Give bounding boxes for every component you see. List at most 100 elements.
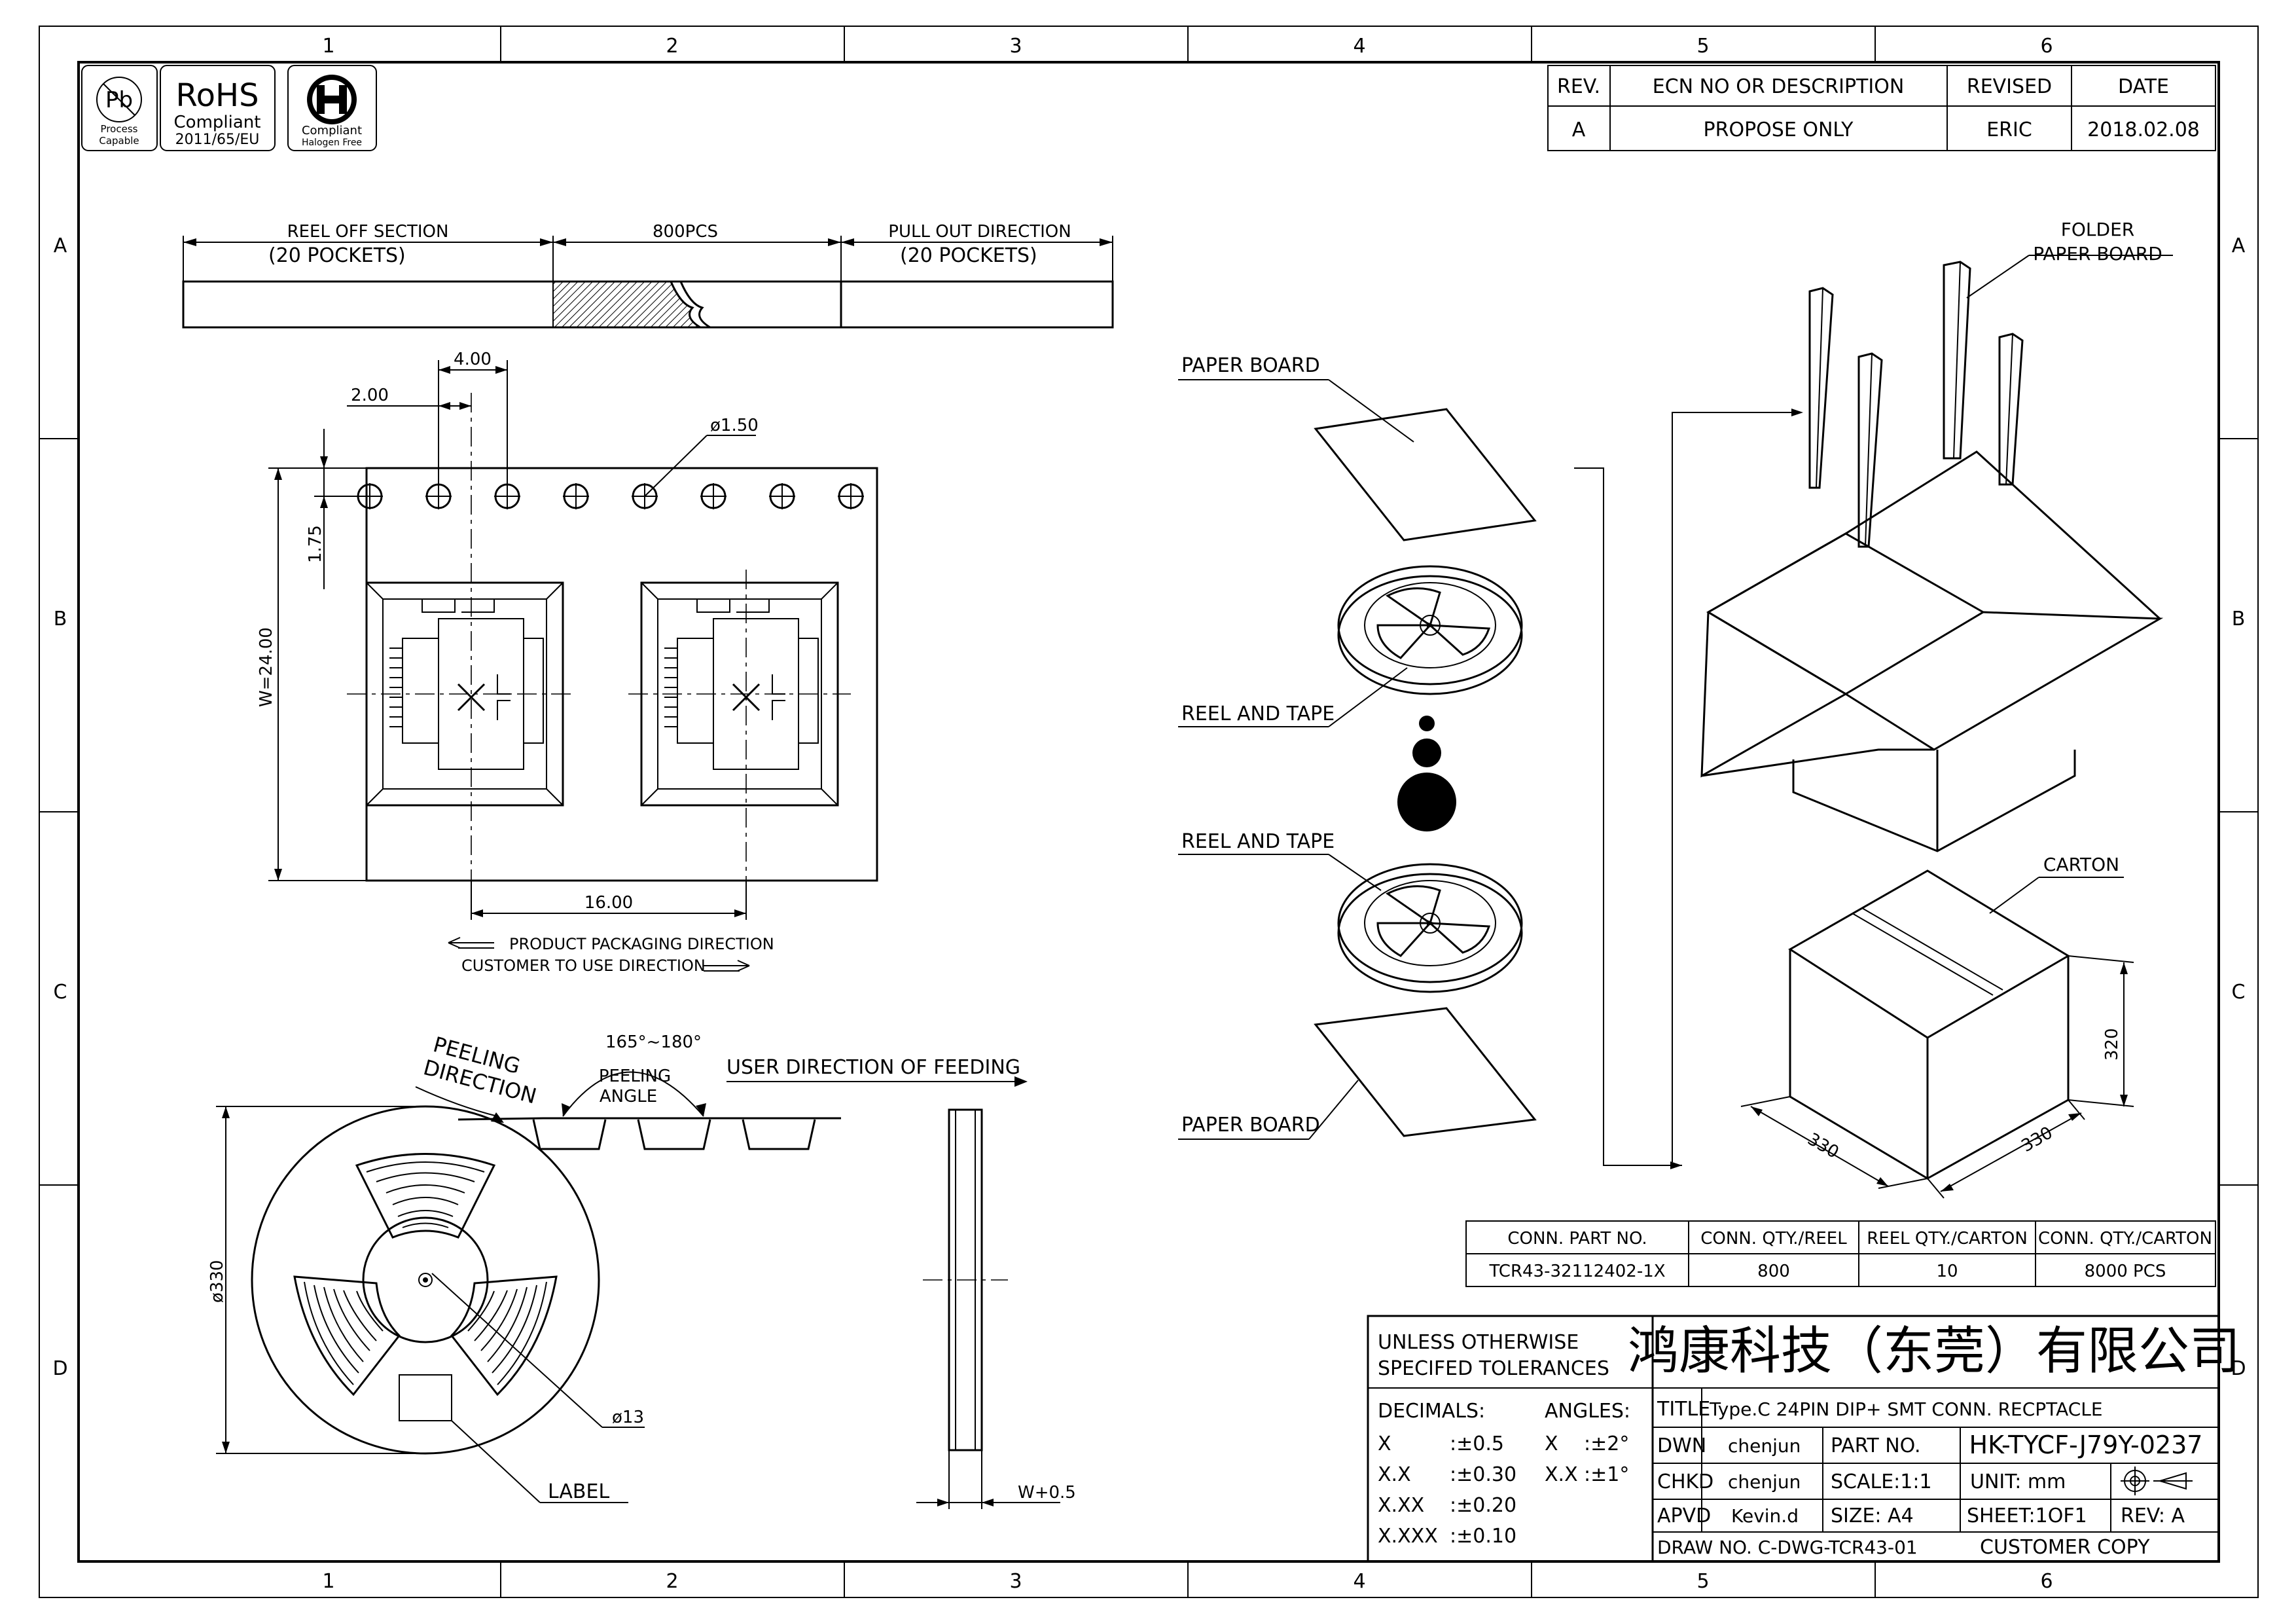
dim-hole-dia: ø1.50	[710, 416, 759, 435]
dec-key-2: X.X	[1378, 1463, 1411, 1486]
qty-header-part: CONN. PART NO.	[1507, 1229, 1647, 1249]
label-carton: CARTON	[2043, 854, 2119, 875]
dim-edge: 1.75	[306, 525, 325, 563]
dec-val-4: :±0.10	[1450, 1525, 1516, 1548]
rohs-line1: Compliant	[174, 113, 261, 132]
title-label: TITLE	[1657, 1398, 1710, 1421]
part-no-label: PART NO.	[1831, 1434, 1921, 1457]
pb-free-logo: Pb Process Capable	[81, 65, 158, 151]
zone-row-d-left: D	[52, 1357, 67, 1380]
zone-col-2-bottom: 2	[666, 1570, 678, 1593]
label-folder-2: PAPER BOARD	[2033, 243, 2162, 264]
rev-value: REV: A	[2121, 1504, 2185, 1527]
sprocket-holes	[357, 483, 864, 509]
rohs-line2: 2011/65/EU	[175, 132, 260, 148]
label-folder-1: FOLDER	[2061, 219, 2134, 240]
dim-pocket-pitch: 16.00	[584, 893, 633, 913]
label-paper-board-bottom: PAPER BOARD	[1181, 1114, 1320, 1137]
zone-col-3-bottom: 3	[1009, 1570, 1022, 1593]
halogen-free-logo: Compliant Halogen Free	[287, 65, 377, 151]
reel-front-view: LABEL ø13 ø330	[207, 1105, 645, 1503]
rev-cell-rev: A	[1572, 119, 1586, 141]
zone-row-c-left: C	[54, 981, 67, 1004]
reel-outer-dia: ø330	[207, 1260, 227, 1303]
dim-carton-length-2: 330	[2018, 1123, 2056, 1156]
chkd-label: CHKD	[1657, 1470, 1713, 1493]
dec-val-2: :±0.30	[1450, 1463, 1516, 1486]
label-reel-tape-1: REEL AND TAPE	[1181, 702, 1335, 725]
zone-row-a-right: A	[2232, 234, 2246, 257]
dec-val-1: :±0.5	[1450, 1432, 1504, 1455]
zone-row-c-right: C	[2232, 981, 2246, 1004]
size-value: SIZE: A4	[1831, 1504, 1914, 1527]
exploded-packing: PAPER BOARD REEL AND TAPE REEL AND TAPE	[1178, 219, 2173, 1199]
peeling-diagram: PEELING DIRECTION 165°~180° PEELING ANGL…	[415, 1032, 1028, 1150]
ang-key-1: X	[1545, 1432, 1558, 1455]
strip-section2-title: 800PCS	[653, 222, 718, 242]
rohs-logo: RoHS Compliant 2011/65/EU	[160, 65, 276, 151]
qty-cell-reel: 800	[1757, 1262, 1790, 1281]
reel-label: LABEL	[548, 1480, 609, 1503]
zone-col-1-top: 1	[322, 35, 334, 58]
projection-symbol-icon	[2121, 1467, 2193, 1495]
strip-section3-title: PULL OUT DIRECTION	[888, 222, 1071, 242]
pb-symbol: Pb	[105, 87, 133, 113]
quantity-table: CONN. PART NO. CONN. QTY./REEL REEL QTY.…	[1465, 1220, 2216, 1287]
tolerance-line-1: UNLESS OTHERWISE	[1378, 1331, 1579, 1354]
ang-val-2: :±1°	[1584, 1463, 1629, 1486]
rev-header-revised: REVISED	[1967, 75, 2052, 98]
part-no-value: HK-TYCF-J79Y-0237	[1969, 1431, 2203, 1459]
strip-section1-sub: (20 POCKETS)	[268, 244, 406, 267]
rev-header-date: DATE	[2118, 75, 2169, 98]
zone-labels: 1 2 3 4 5 6 1 2 3 4 5 6 A B C D A B C D	[52, 35, 2246, 1593]
chkd-value: chenjun	[1728, 1471, 1801, 1493]
rev-header-rev: REV.	[1557, 75, 1600, 98]
qty-header-conn-carton: CONN. QTY./CARTON	[2038, 1229, 2212, 1249]
tape-strip: REEL OFF SECTION (20 POCKETS) 800PCS PUL…	[182, 222, 1114, 329]
feeding-direction: USER DIRECTION OF FEEDING	[726, 1056, 1020, 1079]
direction-customer: CUSTOMER TO USE DIRECTION	[461, 957, 706, 975]
reel-hub-dia: ø13	[612, 1408, 644, 1427]
strip-section1-title: REEL OFF SECTION	[287, 222, 449, 242]
zone-col-6-bottom: 6	[2040, 1570, 2053, 1593]
qty-cell-part: TCR43-32112402-1X	[1488, 1262, 1665, 1281]
label-paper-board-top: PAPER BOARD	[1181, 354, 1320, 377]
angles-label: ANGLES:	[1545, 1400, 1630, 1423]
qty-header-reel: CONN. QTY./REEL	[1700, 1229, 1847, 1249]
rev-cell-revised: ERIC	[1986, 119, 2032, 141]
rohs-title: RoHS	[175, 77, 259, 114]
zone-row-b-right: B	[2232, 608, 2246, 630]
dec-key-4: X.XXX	[1378, 1525, 1438, 1548]
apvd-label: APVD	[1657, 1504, 1711, 1527]
dec-val-3: :±0.20	[1450, 1494, 1516, 1517]
reel-iso-1	[1337, 565, 1523, 695]
direction-packaging: PRODUCT PACKAGING DIRECTION	[509, 935, 774, 953]
zone-col-4-top: 4	[1353, 35, 1365, 58]
folder-boards	[1808, 261, 2024, 548]
zone-col-5-bottom: 5	[1696, 1570, 1709, 1593]
dim-carton-length-1: 330	[1804, 1129, 1842, 1163]
peeling-angle-range: 165°~180°	[605, 1032, 702, 1052]
peeling-angle-label-2: ANGLE	[600, 1087, 657, 1106]
reel-width: W+0.5	[1018, 1483, 1076, 1503]
zone-col-3-top: 3	[1009, 35, 1022, 58]
ang-val-1: :±2°	[1584, 1432, 1629, 1455]
revision-table: REV. ECN NO OR DESCRIPTION REVISED DATE …	[1547, 65, 2216, 151]
reel-side-view: W+0.5	[916, 1108, 1076, 1509]
zone-row-b-left: B	[54, 608, 67, 630]
dec-key-1: X	[1378, 1432, 1391, 1455]
sheet-border	[39, 26, 2259, 1598]
halogen-line2: Halogen Free	[302, 137, 362, 148]
unit-value: UNIT: mm	[1970, 1470, 2066, 1493]
carrier-tape-detail: 4.00 2.00 ø1.50 1.75 W=24.00 16.00 PRODU…	[257, 350, 878, 975]
zone-col-4-bottom: 4	[1353, 1570, 1365, 1593]
pb-line1: Process	[101, 123, 138, 135]
zone-row-a-left: A	[54, 234, 67, 257]
peeling-angle-label-1: PEELING	[599, 1067, 671, 1086]
zone-col-2-top: 2	[666, 35, 678, 58]
zone-row-d-right: D	[2231, 1357, 2246, 1380]
qty-cell-conn-carton: 8000 PCS	[2085, 1262, 2166, 1281]
rev-header-desc: ECN NO OR DESCRIPTION	[1653, 75, 1905, 98]
rev-cell-date: 2018.02.08	[2087, 119, 2200, 141]
